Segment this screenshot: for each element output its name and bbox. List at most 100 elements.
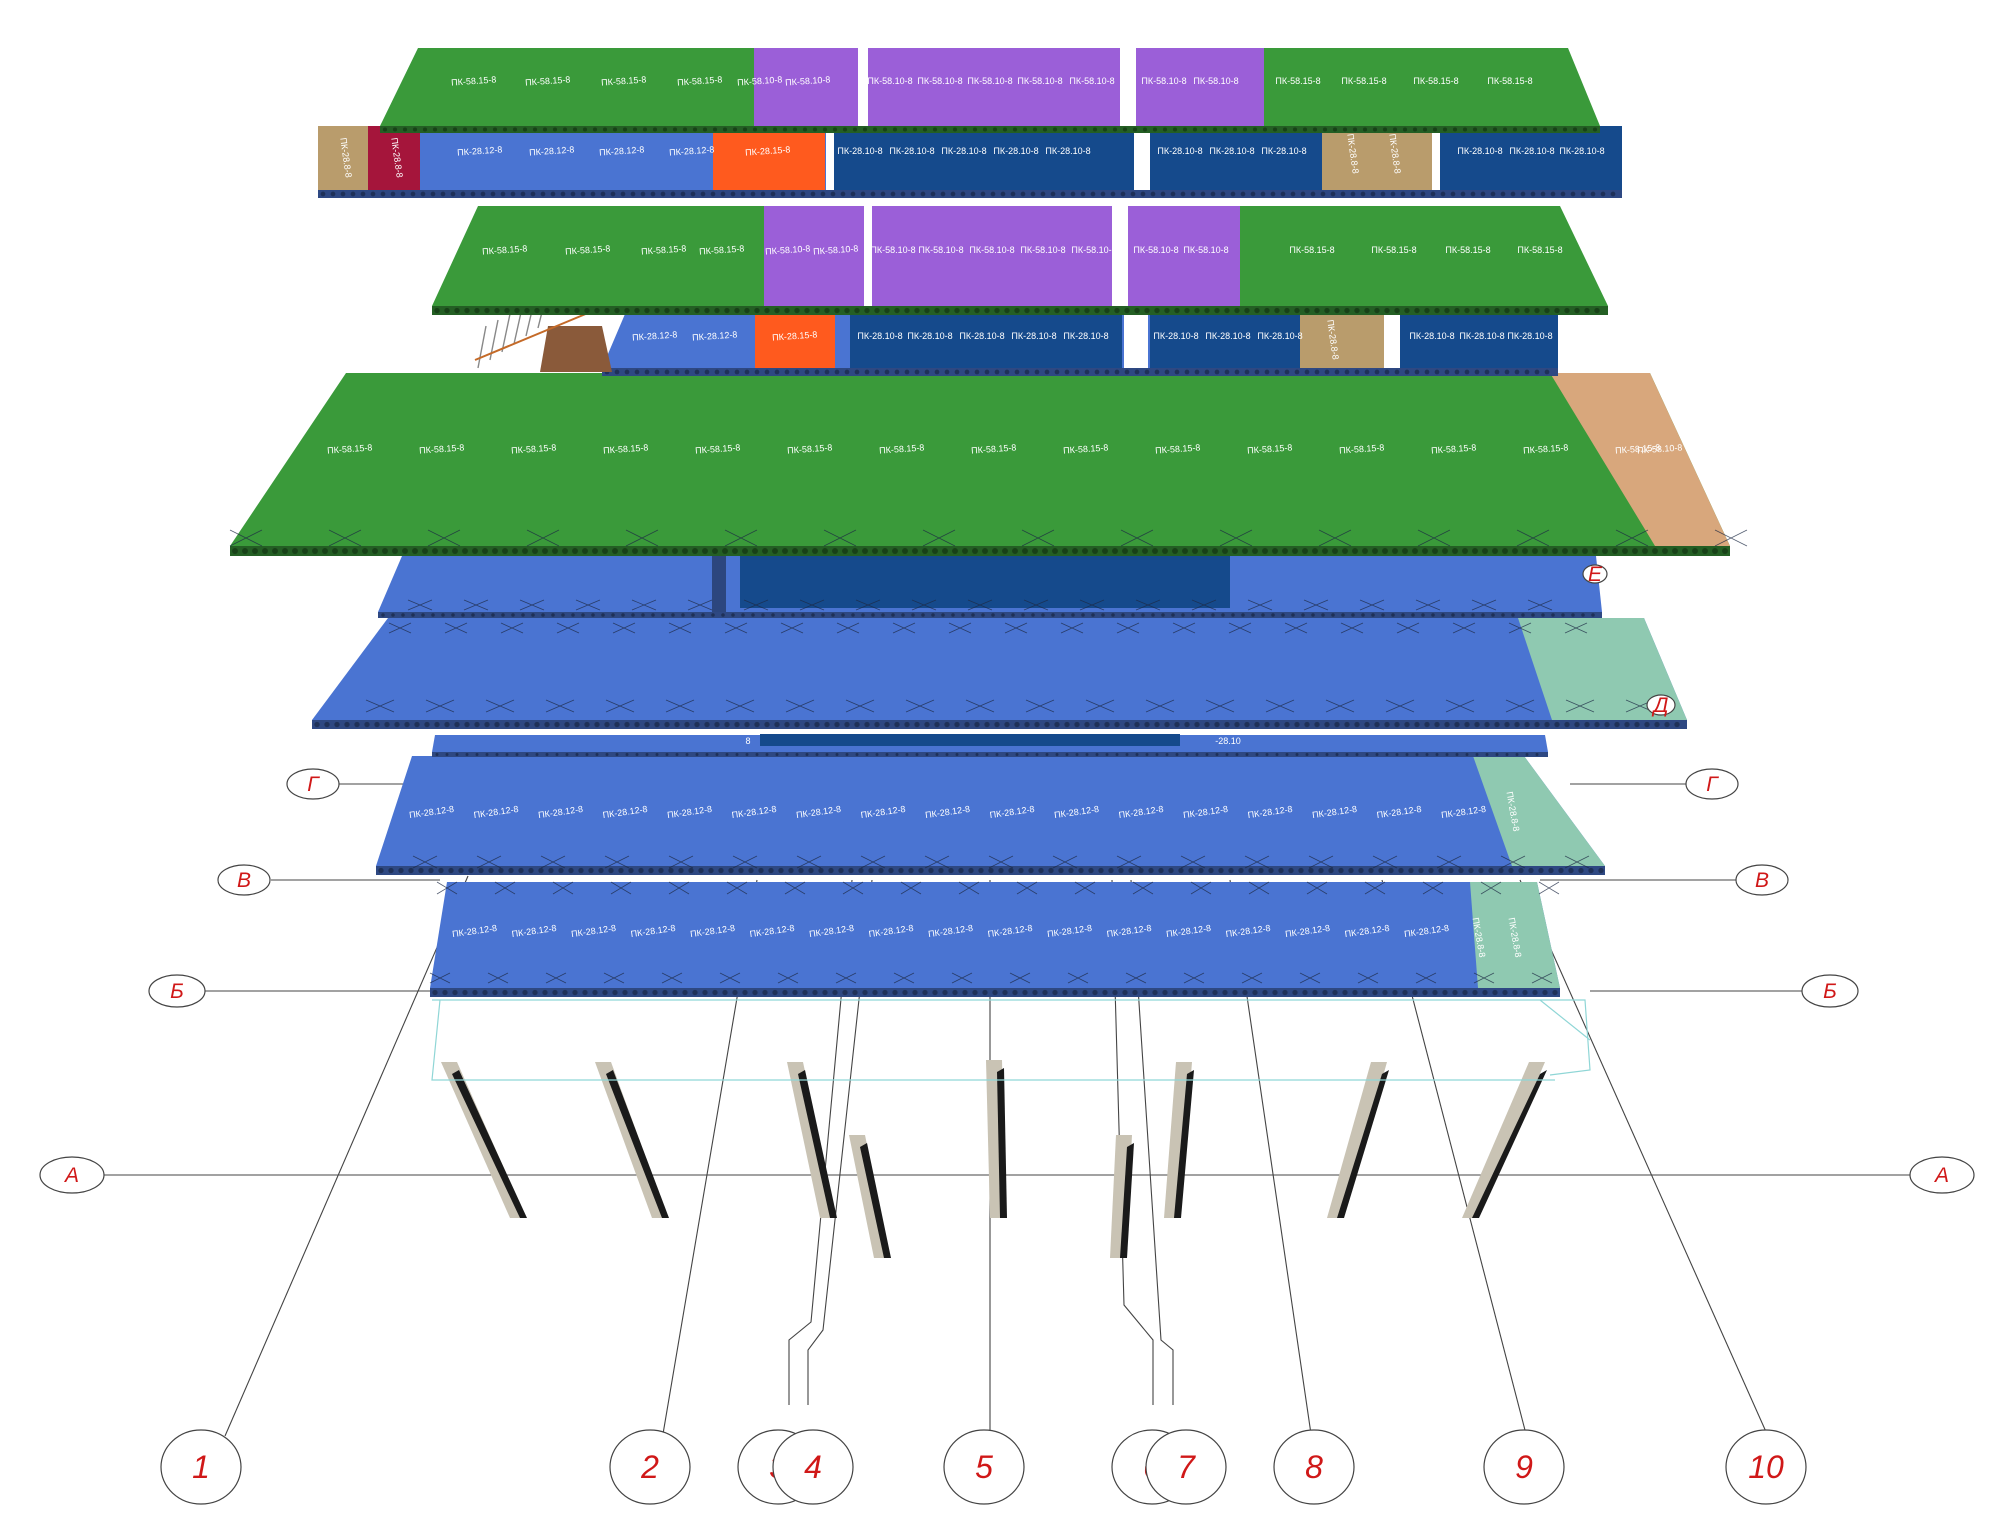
core [532,127,538,132]
lifting-mark [631,599,657,611]
core [908,867,914,874]
core [515,753,519,756]
core [1432,548,1438,554]
core [1378,867,1384,874]
lifting-mark [604,855,630,869]
core [1168,867,1174,874]
core [734,307,740,314]
core [1412,127,1418,132]
lifting-mark [1396,622,1420,634]
lifting-mark [1004,622,1028,634]
core [745,753,749,756]
core [1642,548,1648,554]
core [1004,307,1010,314]
core [664,369,670,375]
core [954,721,960,728]
slab-level-1-teal [1470,882,1560,988]
core [1392,989,1398,996]
lifting-mark [845,699,875,713]
core [1522,989,1528,996]
core [1562,127,1568,132]
lifting-mark [1325,699,1355,713]
row-axis-g-left: Г [286,768,340,800]
slab-level-6-gap [1124,307,1148,368]
core [1414,369,1420,375]
core [1044,307,1050,314]
core [1268,867,1274,874]
core [782,127,788,132]
core [815,753,819,756]
core [1411,613,1415,617]
core [1312,548,1318,554]
core [794,369,800,375]
core [1192,127,1198,132]
core [638,867,644,874]
core [690,191,696,197]
lifting-mark [967,599,993,611]
core [1521,613,1525,617]
core [1184,369,1190,375]
lifting-mark [668,881,690,895]
core [1204,369,1210,375]
core [404,721,410,728]
lifting-mark [1052,855,1078,869]
core [1532,127,1538,132]
core [1044,369,1050,375]
slab-label-pk-58-10: ПК-58.10-8 [1020,245,1065,255]
core [1435,753,1439,756]
core [1202,127,1208,132]
core [1064,369,1070,375]
core [1654,721,1660,728]
lifting-mark [487,972,509,984]
core [685,753,689,756]
core [918,867,924,874]
core [884,721,890,728]
lifting-mark [425,699,455,713]
slab-level-5-top [230,373,1730,546]
core [1124,721,1130,728]
core [1482,127,1488,132]
core [1394,369,1400,375]
core [1224,721,1230,728]
core [1600,191,1606,197]
column-7 [1164,1062,1194,1218]
slab-label-pk-28-10: ПК-28.10-8 [837,146,882,156]
core [1212,989,1218,996]
core [502,127,508,132]
core [764,721,770,728]
col-axis-8-ring [1273,1429,1355,1505]
core [721,613,725,617]
core [790,191,796,197]
core [1380,191,1386,197]
lifting-mark [948,622,972,634]
core [1450,191,1456,197]
core [282,548,288,554]
lifting-mark [1364,881,1386,895]
core [940,191,946,197]
core [774,307,780,314]
core [644,307,650,314]
core [1012,127,1018,132]
core [610,191,616,197]
slab-level-5-cores [232,548,1728,554]
core [1102,548,1108,554]
core [561,613,565,617]
core [1484,307,1490,314]
core [774,721,780,728]
core [514,721,520,728]
col-axis-5-label: 5 [975,1449,993,1485]
lifting-mark [1180,855,1206,869]
core [1244,307,1250,314]
core [1292,989,1298,996]
core [1290,191,1296,197]
core [644,721,650,728]
core [661,613,665,617]
slab-label-pk-58-10: ПК-58.10-8 [967,76,1012,86]
core [388,867,394,874]
core [560,191,566,197]
core [802,548,808,554]
core [1361,613,1365,617]
core [962,548,968,554]
core [1135,753,1139,756]
core [892,548,898,554]
